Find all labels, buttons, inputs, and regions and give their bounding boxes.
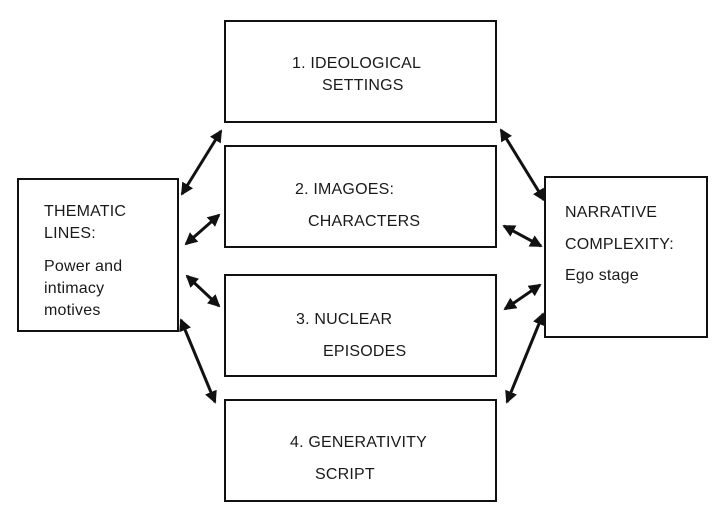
arrow-right-to-box1 [499,128,546,202]
arrow-left-to-box3 [185,274,221,308]
imagoes-line2: CHARACTERS [308,213,421,230]
arrow-left-to-box1 [180,129,223,196]
nuclear-line2: EPISODES [323,343,407,360]
arrow-right-to-box4 [505,312,545,404]
imagoes-line1: 2. IMAGOES: [295,181,395,198]
thematic-line5: motives [44,302,101,319]
thematic-line3: Power and [44,258,123,275]
ideological-line1: 1. IDEOLOGICAL [292,55,422,72]
arrow-right-to-box2 [502,224,543,248]
box-thematic-lines [17,178,179,332]
nuclear-line1: 3. NUCLEAR [296,311,393,328]
arrow-left-to-box4 [179,318,217,404]
narrative-line2: COMPLEXITY: [565,236,674,253]
generativity-line2: SCRIPT [315,466,375,483]
box-ideological-settings [224,20,497,123]
thematic-line2: LINES: [44,225,96,242]
thematic-line1: THEMATIC [44,203,127,220]
arrow-left-to-box2 [184,213,221,246]
box-nuclear-episodes [224,274,497,377]
generativity-line1: 4. GENERATIVITY [290,434,427,451]
ideological-line2: SETTINGS [322,77,404,94]
box-generativity-script [224,399,497,502]
narrative-line1: NARRATIVE [565,204,658,221]
arrow-right-to-box3 [503,283,542,311]
box-imagoes-characters [224,145,497,248]
thematic-line4: intimacy [44,280,105,297]
box-narrative-complexity [544,176,708,338]
narrative-line3: Ego stage [565,267,639,284]
